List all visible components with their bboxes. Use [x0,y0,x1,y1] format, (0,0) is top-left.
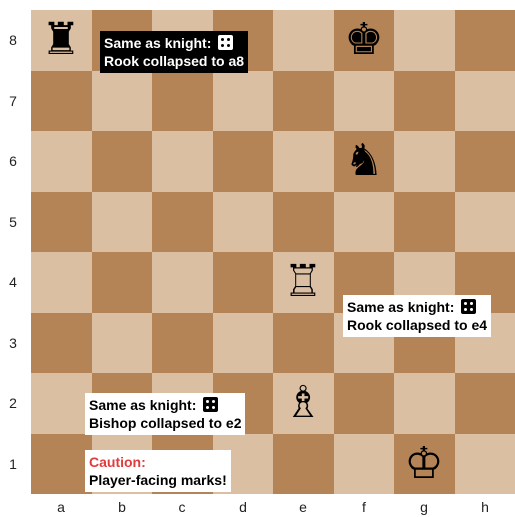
square-b7[interactable] [92,71,153,132]
square-a1[interactable] [31,434,92,495]
square-e1[interactable] [273,434,334,495]
square-a4[interactable] [31,252,92,313]
square-a2[interactable] [31,373,92,434]
square-b4[interactable] [92,252,153,313]
square-c4[interactable] [152,252,213,313]
square-e3[interactable] [273,313,334,374]
dice-four-icon [218,35,233,50]
black-rook-a8[interactable]: ♜ [31,10,91,70]
note-heading: Same as knight: [89,397,196,413]
note-rook-e4: Same as knight: Rook collapsed to e4 [343,295,491,337]
rank-label: 6 [6,153,20,169]
square-b6[interactable] [92,131,153,192]
square-e7[interactable] [273,71,334,132]
rank-label: 4 [6,274,20,290]
square-g2[interactable] [394,373,455,434]
rank-label: 3 [6,335,20,351]
square-c7[interactable] [152,71,213,132]
square-a3[interactable] [31,313,92,374]
square-a7[interactable] [31,71,92,132]
note-text: Rook collapsed to e4 [347,316,487,334]
note-bishop-e2: Same as knight: Bishop collapsed to e2 [85,393,245,435]
file-label: e [273,499,333,515]
square-d6[interactable] [213,131,274,192]
square-d3[interactable] [213,313,274,374]
white-bishop-e2[interactable]: ♗ [273,373,333,433]
note-text: Bishop collapsed to e2 [89,414,241,432]
square-d4[interactable] [213,252,274,313]
square-h6[interactable] [455,131,515,192]
white-king-g1[interactable]: ♔ [394,434,454,494]
file-label: g [394,499,454,515]
square-e5[interactable] [273,192,334,253]
square-h8[interactable] [455,10,515,71]
square-g6[interactable] [394,131,455,192]
square-g7[interactable] [394,71,455,132]
black-king-f8[interactable]: ♚ [334,10,394,70]
square-b3[interactable] [92,313,153,374]
square-h7[interactable] [455,71,515,132]
note-rook-a8: Same as knight: Rook collapsed to a8 [100,31,248,73]
file-label: c [152,499,212,515]
rank-label: 7 [6,93,20,109]
square-d7[interactable] [213,71,274,132]
square-c5[interactable] [152,192,213,253]
file-label: d [213,499,273,515]
square-e8[interactable] [273,10,334,71]
square-a6[interactable] [31,131,92,192]
rank-label: 8 [6,32,20,48]
square-h2[interactable] [455,373,515,434]
square-f7[interactable] [334,71,395,132]
caution-text: Player-facing marks! [89,471,227,489]
square-c3[interactable] [152,313,213,374]
dice-four-icon [461,299,476,314]
square-f1[interactable] [334,434,395,495]
note-text: Rook collapsed to a8 [104,52,244,70]
square-g8[interactable] [394,10,455,71]
square-d5[interactable] [213,192,274,253]
note-heading: Same as knight: [347,299,454,315]
square-a5[interactable] [31,192,92,253]
white-rook-e4[interactable]: ♖ [273,252,333,312]
square-h5[interactable] [455,192,515,253]
caution-heading: Caution: [89,453,227,471]
square-f2[interactable] [334,373,395,434]
square-b5[interactable] [92,192,153,253]
file-label: a [31,499,91,515]
file-label: h [455,499,515,515]
rank-label: 1 [6,456,20,472]
file-label: b [92,499,152,515]
rank-label: 2 [6,395,20,411]
square-e6[interactable] [273,131,334,192]
black-knight-f6[interactable]: ♞ [334,131,394,191]
square-c6[interactable] [152,131,213,192]
dice-four-icon [203,397,218,412]
square-f5[interactable] [334,192,395,253]
file-label: f [334,499,394,515]
note-caution: Caution: Player-facing marks! [85,450,231,492]
square-g5[interactable] [394,192,455,253]
square-h1[interactable] [455,434,515,495]
note-heading: Same as knight: [104,35,211,51]
rank-label: 5 [6,214,20,230]
